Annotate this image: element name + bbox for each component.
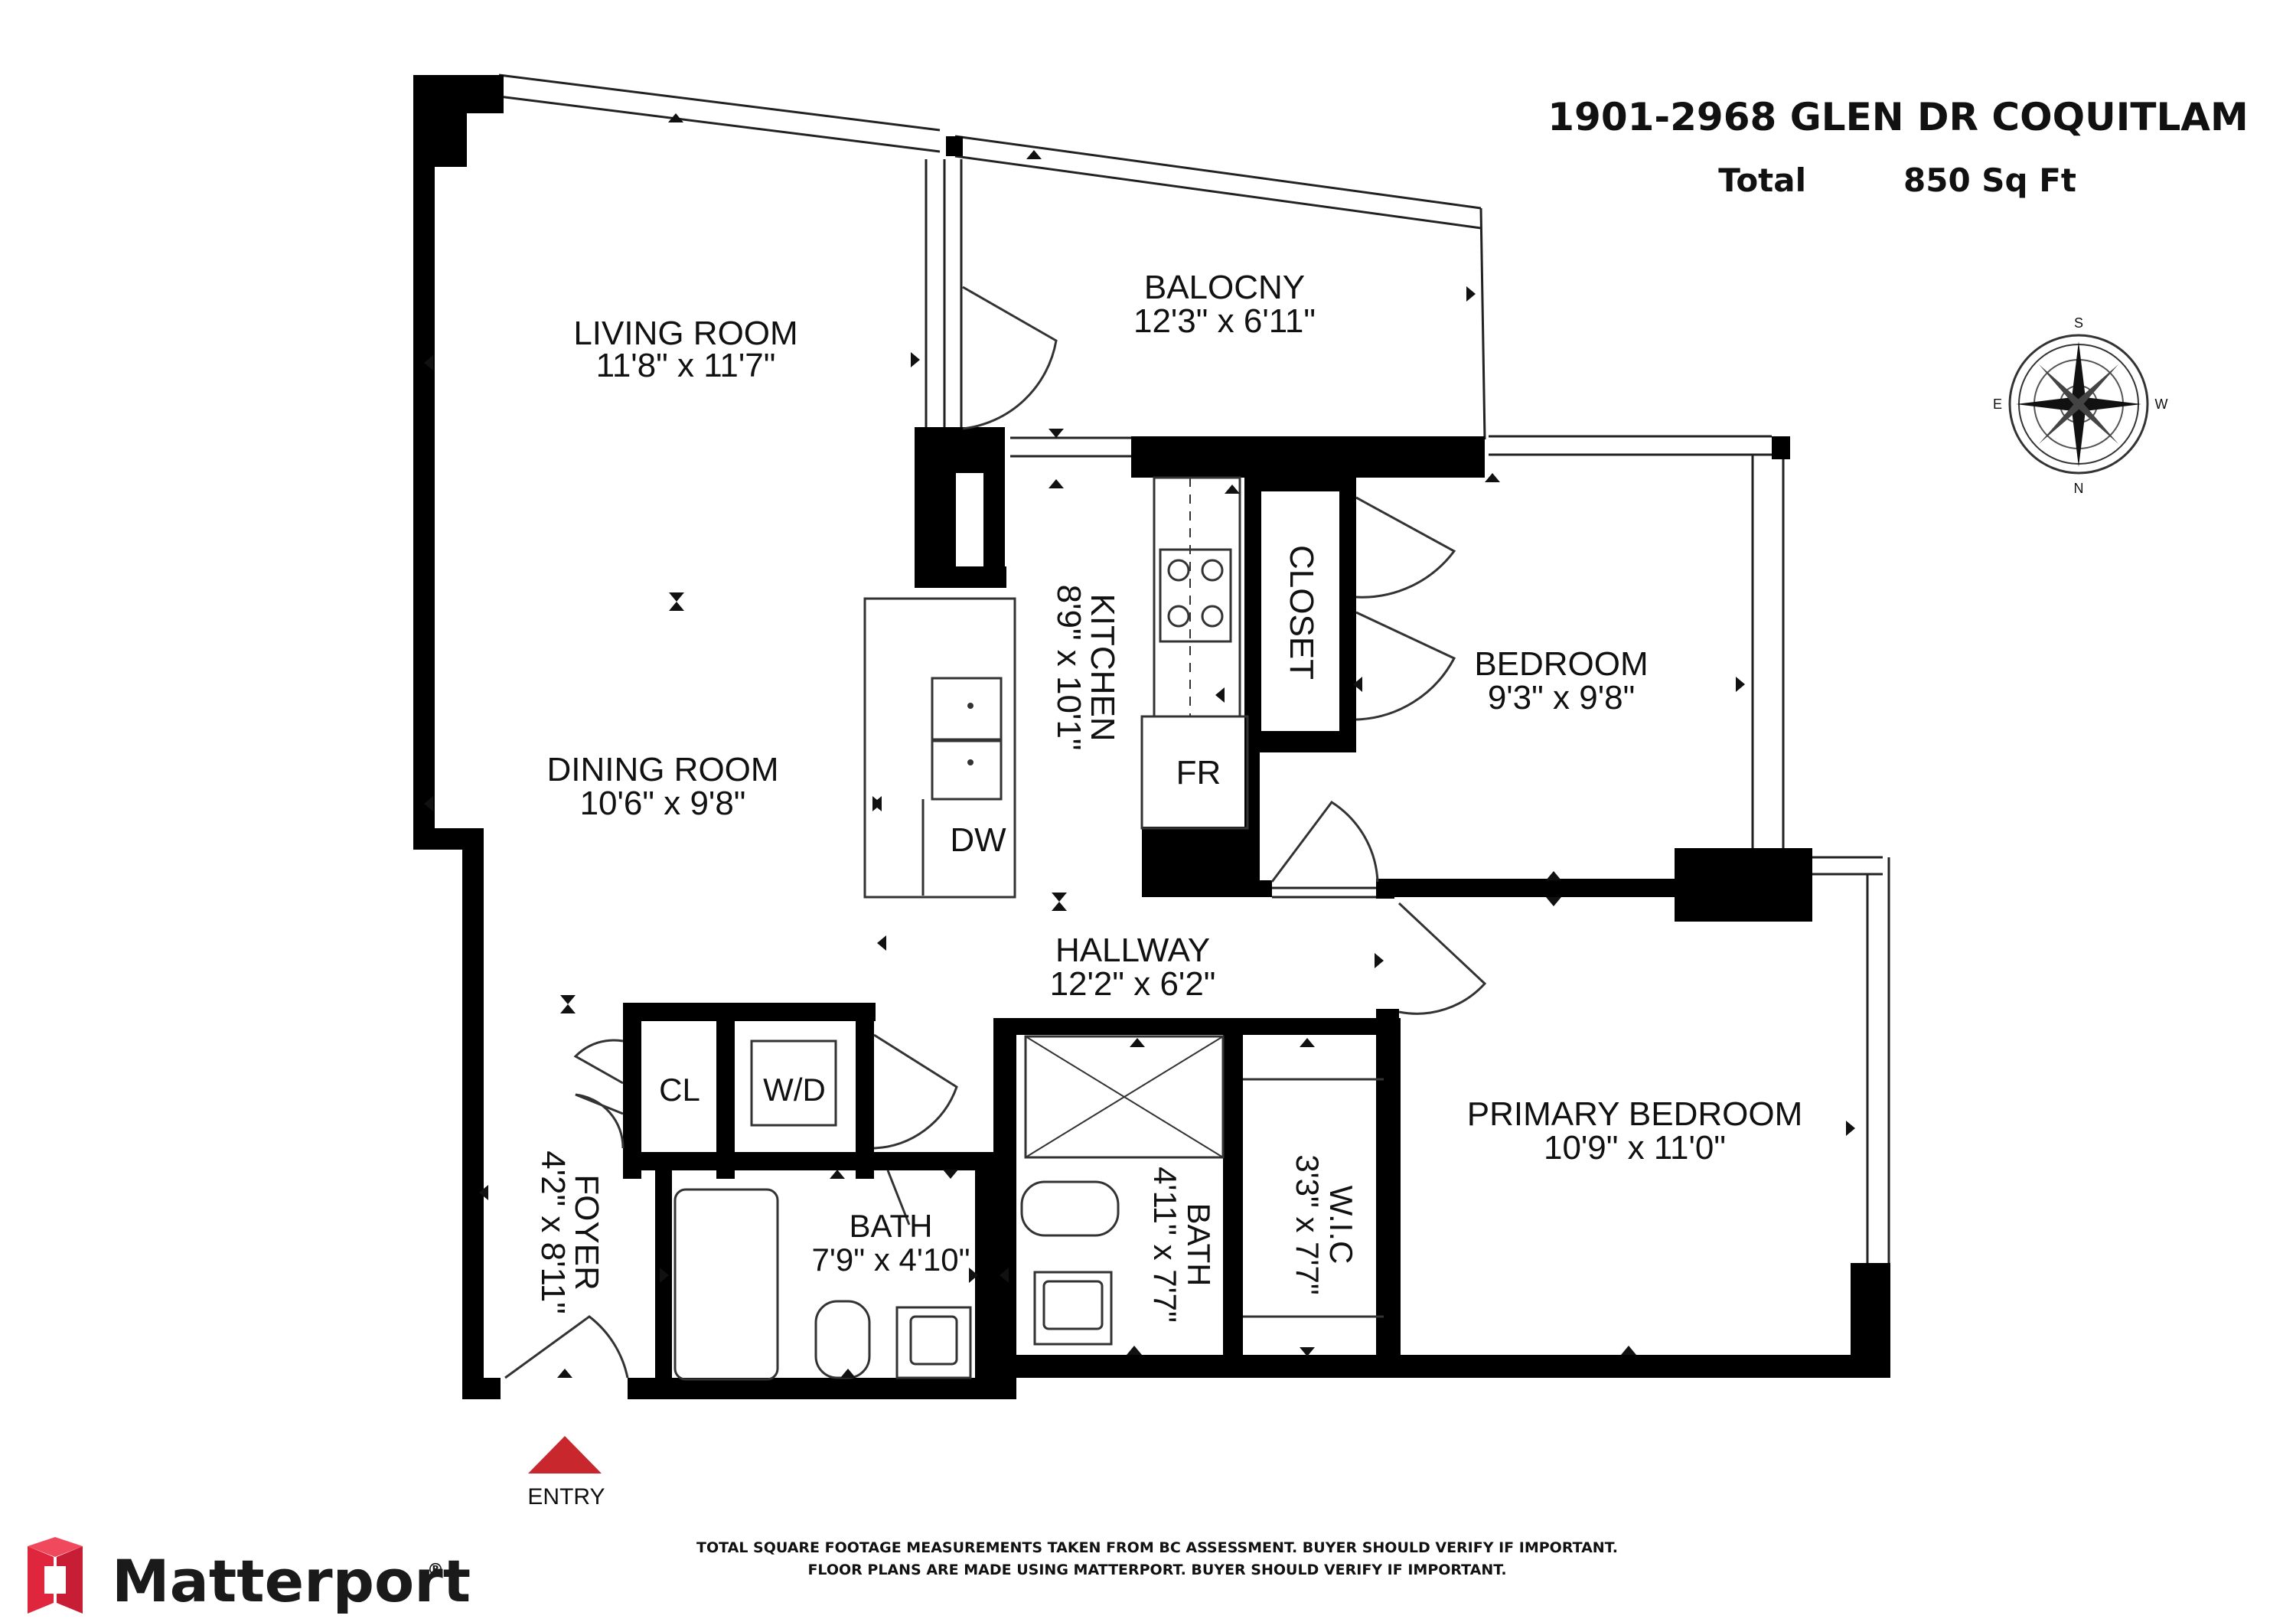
entry-label: ENTRY [527, 1484, 605, 1509]
room-foyer: FOYER 4'2" x 8'11" [534, 1150, 605, 1314]
room-closet: CLOSET [1283, 545, 1320, 680]
compass-south: S [2074, 315, 2083, 331]
thin-walls [498, 73, 1890, 1271]
room-dims: 4'11" x 7'7" [1147, 1167, 1183, 1323]
room-kitchen: KITCHEN 8'9" x 10'1" [1050, 585, 1121, 751]
address-title: 1901-2968 GLEN DR COQUITLAM [1548, 95, 2249, 139]
room-dims: 7'9" x 4'10" [812, 1242, 970, 1278]
room-bath-ensuite: BATH 4'11" x 7'7" [1147, 1167, 1217, 1323]
room-balcony: BALOCNY 12'3" x 6'11" [1133, 269, 1316, 340]
room-primary-bedroom: PRIMARY BEDROOM 10'9" x 11'0" [1467, 1095, 1802, 1167]
room-dims: 3'3" x 7'7" [1290, 1154, 1326, 1295]
room-wic: W.I.C 3'3" x 7'7" [1290, 1154, 1359, 1295]
room-name: BATH [850, 1208, 933, 1244]
room-name: DINING ROOM [546, 751, 778, 788]
room-dims: 4'2" x 8'11" [534, 1150, 572, 1314]
room-dims: 8'9" x 10'1" [1050, 585, 1088, 751]
dishwasher-label: DW [950, 821, 1006, 859]
stove-icon [1159, 548, 1232, 643]
room-name: LIVING ROOM [573, 315, 797, 352]
matterport-logo-icon [28, 1537, 83, 1614]
room-hallway: HALLWAY 12'2" x 6'2" [1050, 932, 1216, 1003]
fridge-label: FR [1176, 754, 1221, 791]
room-name: BALOCNY [1144, 269, 1305, 306]
room-dims: 9'3" x 9'8" [1488, 679, 1635, 716]
entry-arrow-icon [528, 1436, 602, 1474]
washer-dryer-label: W/D [763, 1072, 826, 1108]
brand-name: Matterport [112, 1547, 471, 1615]
room-dining: DINING ROOM 10'6" x 9'8" [546, 751, 778, 822]
compass-east: E [1993, 397, 2002, 412]
total-label: Total [1718, 162, 1806, 199]
room-dims: 12'2" x 6'2" [1050, 965, 1216, 1003]
room-dims: 10'6" x 9'8" [580, 785, 746, 822]
compass-rose-icon: S N E W [1993, 315, 2168, 496]
room-name: FOYER [568, 1174, 605, 1291]
brand-trademark: ® [427, 1561, 444, 1580]
room-bath-main: BATH 7'9" x 4'10" [812, 1208, 970, 1278]
room-dims: 11'8" x 11'7" [596, 347, 776, 384]
room-name: PRIMARY BEDROOM [1467, 1095, 1802, 1133]
compass-north: N [2074, 481, 2084, 496]
kitchen-sink-icon [967, 703, 974, 765]
doors [504, 286, 1487, 1379]
room-name: CLOSET [1283, 545, 1320, 680]
room-name: HALLWAY [1055, 932, 1210, 969]
room-name: BATH [1181, 1203, 1217, 1287]
kitchen-counter [863, 476, 1249, 899]
room-living: LIVING ROOM 11'8" x 11'7" [573, 315, 797, 384]
compass-west: W [2155, 397, 2168, 412]
room-dims: 12'3" x 6'11" [1133, 302, 1316, 340]
room-name: KITCHEN [1084, 593, 1121, 741]
room-bedroom: BEDROOM 9'3" x 9'8" [1474, 645, 1648, 716]
disclaimer-line-1: TOTAL SQUARE FOOTAGE MEASUREMENTS TAKEN … [696, 1539, 1618, 1556]
room-name: W.I.C [1323, 1186, 1359, 1265]
total-area: 850 Sq Ft [1903, 162, 2076, 199]
disclaimer-line-2: FLOOR PLANS ARE MADE USING MATTERPORT. B… [807, 1562, 1506, 1578]
measure-markers [424, 113, 1855, 1378]
room-dims: 10'9" x 11'0" [1544, 1129, 1726, 1167]
closet-cl-label: CL [659, 1072, 700, 1108]
room-name: BEDROOM [1474, 645, 1648, 683]
walls [413, 75, 1890, 1399]
